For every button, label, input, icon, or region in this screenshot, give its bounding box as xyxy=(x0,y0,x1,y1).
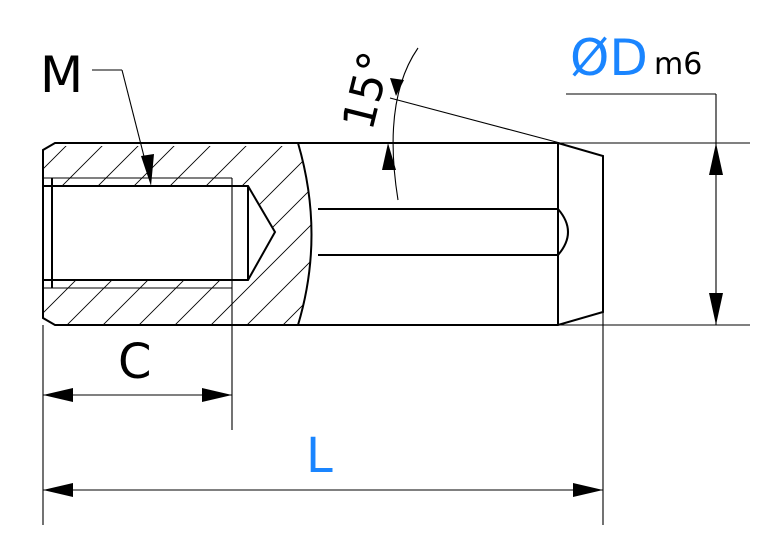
hatch-line xyxy=(44,146,57,325)
hatch-line xyxy=(376,120,596,340)
pin-body xyxy=(42,142,604,326)
hatch-line xyxy=(700,120,768,340)
angle-dimension xyxy=(382,47,561,201)
diameter-dimension xyxy=(560,93,750,326)
hatch-line xyxy=(44,146,201,325)
hatch-line xyxy=(44,146,93,325)
hatch-line xyxy=(44,146,129,325)
hatch-line xyxy=(87,146,309,325)
hatch-line xyxy=(231,146,311,325)
length-dimension xyxy=(43,312,604,525)
thread-leader xyxy=(92,69,154,186)
diameter-label: ØD xyxy=(570,29,648,87)
hatch-line xyxy=(592,120,768,340)
thread-label: M xyxy=(40,46,83,104)
tolerance-label: m6 xyxy=(654,47,702,82)
hatch-line xyxy=(51,146,273,325)
threaded-hole xyxy=(43,177,277,430)
section-hatching xyxy=(0,120,768,340)
hatch-line xyxy=(159,146,311,325)
angle-label: 15° xyxy=(333,47,401,135)
hatch-line xyxy=(556,120,768,340)
hatch-line xyxy=(412,120,632,340)
hatch-line xyxy=(0,120,20,340)
length-label: L xyxy=(306,428,333,484)
thread-depth-label: C xyxy=(118,334,152,390)
hatch-line xyxy=(340,120,560,340)
hatch-line xyxy=(195,146,311,325)
hatch-line xyxy=(44,146,237,325)
hatch-line xyxy=(520,120,740,340)
vent-groove xyxy=(318,208,569,256)
hatch-line xyxy=(628,120,768,340)
hatch-line xyxy=(303,146,311,325)
hatch-line xyxy=(44,146,165,325)
thread-depth-dimension xyxy=(42,325,232,525)
